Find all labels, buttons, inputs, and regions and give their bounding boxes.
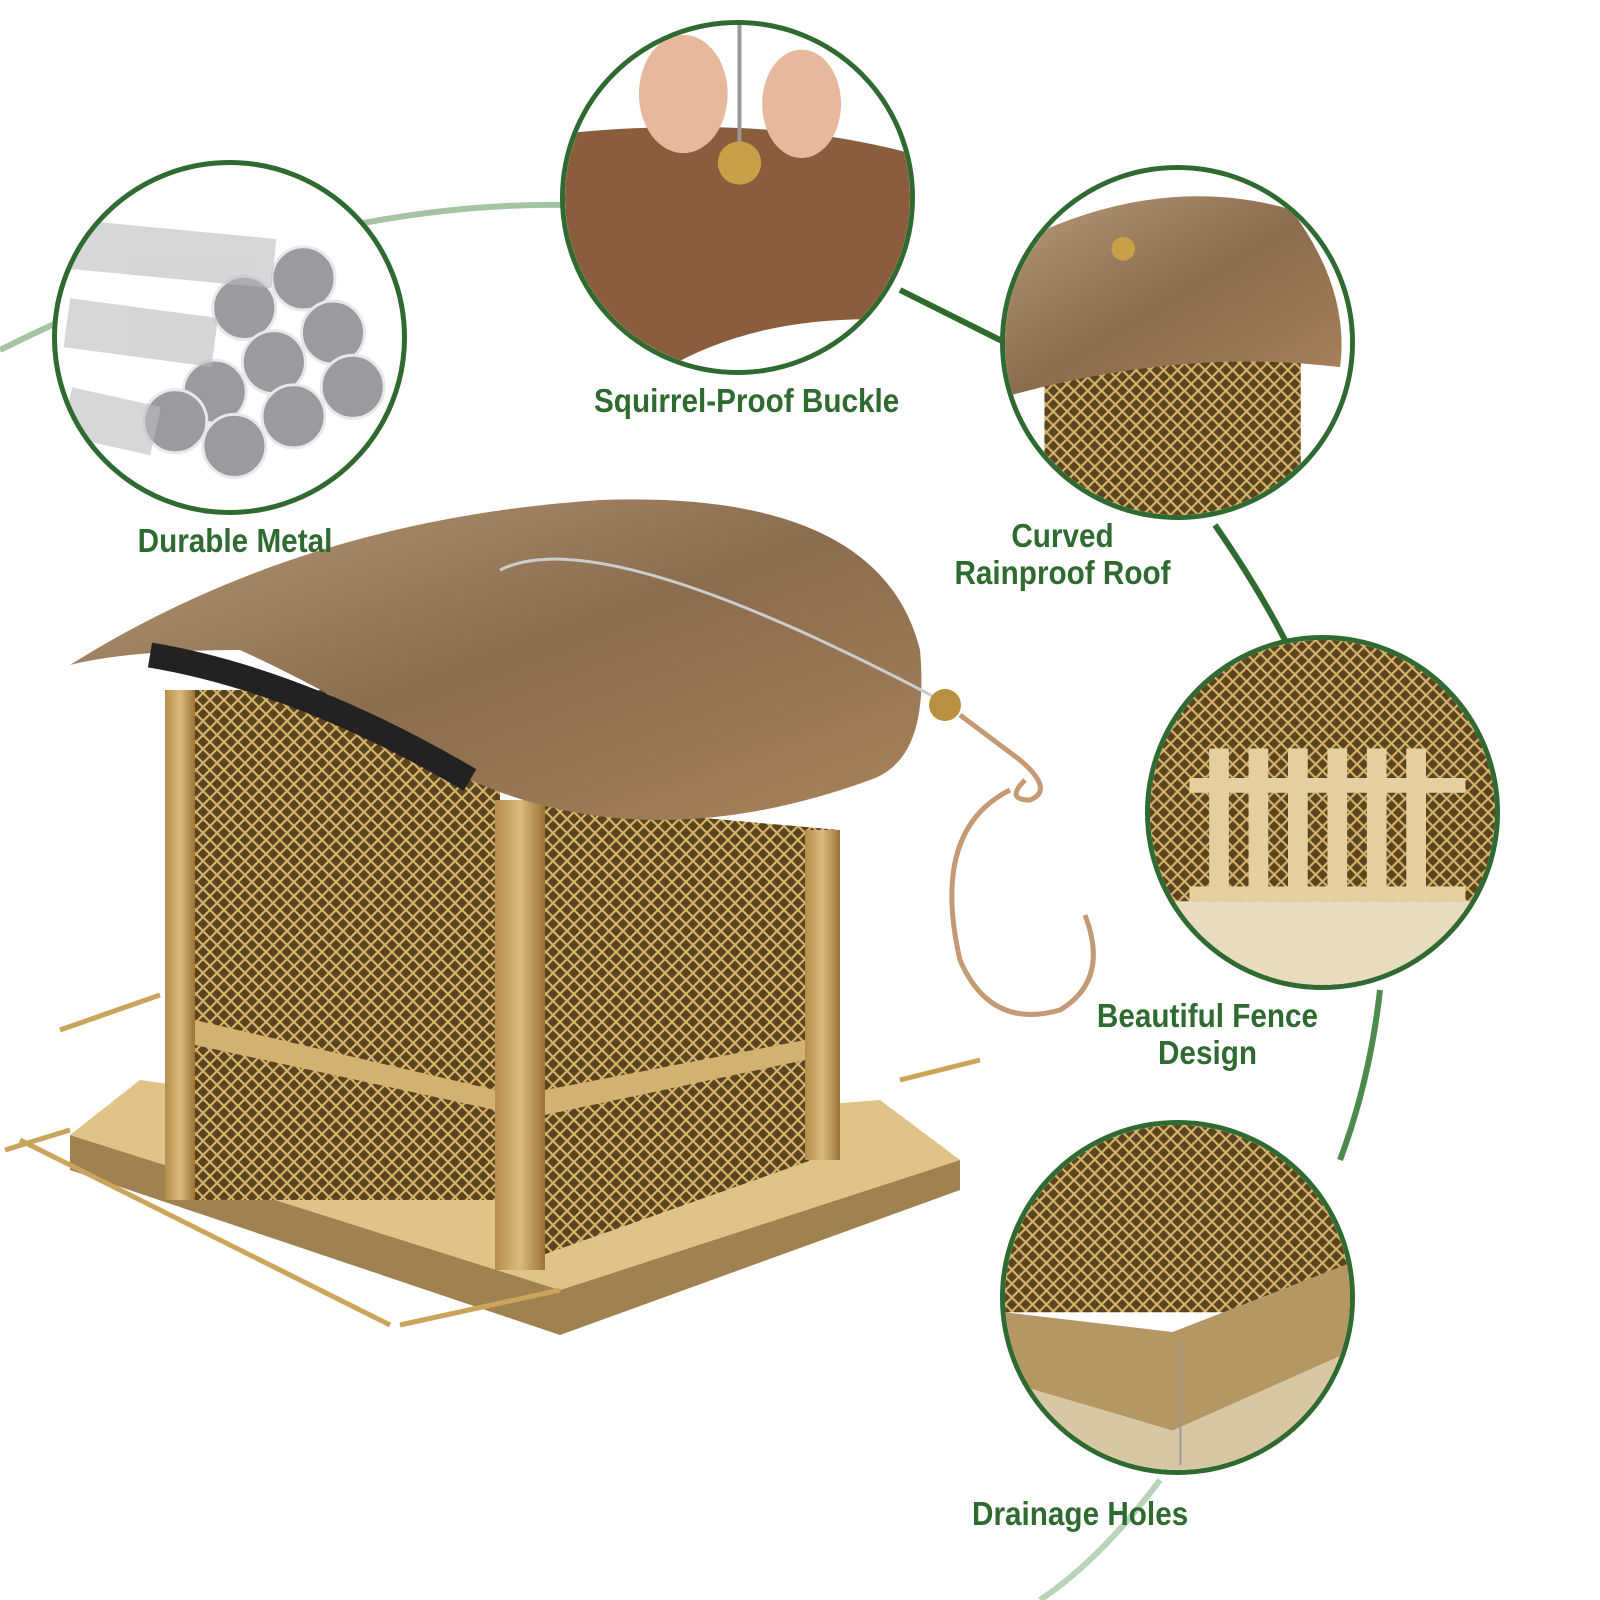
label-beautiful-fence-design: Beautiful Fence Design [1093, 997, 1323, 1071]
label-durable-metal: Durable Metal [137, 522, 333, 559]
roof-image [1005, 170, 1350, 515]
bird-feeder-image [4, 499, 1096, 1335]
detail-circle-curved-rainproof-roof [1000, 165, 1355, 520]
detail-circle-beautiful-fence-design [1145, 635, 1500, 990]
connector-arc-right [1212, 523, 1293, 652]
label-drainage-holes: Drainage Holes [972, 1495, 1189, 1532]
detail-circle-durable-metal [52, 160, 407, 515]
buckle-image [565, 25, 910, 370]
detail-circle-squirrel-proof-buckle [560, 20, 915, 375]
label-curved-rainproof-roof: Curved Rainproof Roof [952, 517, 1173, 591]
drainage-image [1005, 1125, 1350, 1470]
label-line: Curved [1011, 517, 1114, 554]
detail-circle-drainage-holes [1000, 1120, 1355, 1475]
label-squirrel-proof-buckle: Squirrel-Proof Buckle [594, 382, 900, 419]
label-line: Design [1157, 1034, 1258, 1071]
label-line: Rainproof Roof [954, 554, 1171, 591]
fence-image [1150, 640, 1495, 985]
connector-arc-lower [1337, 989, 1383, 1162]
label-line: Beautiful Fence [1096, 997, 1319, 1034]
metal-rods-image [61, 219, 386, 479]
connector-arc-bottom [1038, 1478, 1163, 1600]
